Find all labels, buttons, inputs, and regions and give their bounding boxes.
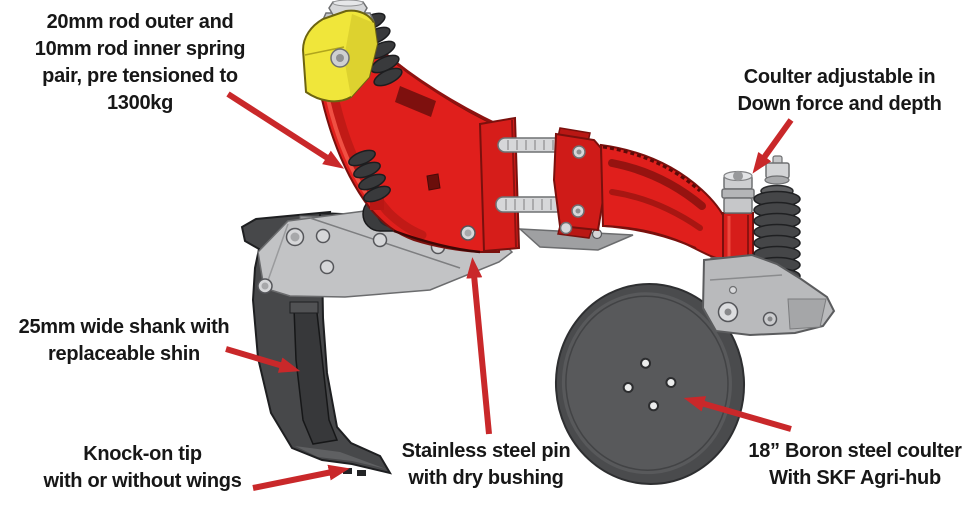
label-line: with or without wings: [43, 470, 242, 492]
arrow-coulter-adjust: [752, 118, 794, 174]
label-line: Stainless steel pin: [401, 440, 571, 462]
rod-clamp: [552, 127, 605, 239]
arrow-spring-pair: [226, 91, 345, 169]
coulter-disc: [554, 283, 746, 485]
label-line: With SKF Agri-hub: [769, 467, 941, 489]
label-line: 18” Boron steel coulter: [748, 440, 962, 462]
cylinder-cap: [721, 170, 755, 214]
tension-spring-lower-coils: [348, 149, 391, 210]
arrow-pin: [466, 257, 492, 435]
label-line: 25mm wide shank with: [18, 316, 230, 338]
label-line: Knock-on tip: [83, 443, 202, 465]
label-line: with dry bushing: [408, 467, 564, 489]
yellow-top-bracket: [301, 0, 379, 103]
hub-bracket: [701, 253, 836, 337]
knock-on-tip: [295, 446, 386, 469]
label-spring-pair: 20mm rod outer and 10mm rod inner spring…: [15, 9, 265, 117]
disc-bolt-holes: [622, 357, 677, 412]
label-line: Coulter adjustable in: [743, 66, 936, 88]
arrow-shank: [225, 346, 301, 373]
coulter-arm: [599, 143, 727, 262]
arrow-coulter: [683, 396, 792, 432]
label-line: Down force and depth: [737, 93, 942, 115]
label-coulter: 18” Boron steel coulter With SKF Agri-hu…: [733, 438, 977, 492]
coulter-pivot-cylinder: [721, 170, 755, 264]
label-line: replaceable shin: [48, 343, 200, 365]
label-pin: Stainless steel pin with dry bushing: [385, 438, 587, 492]
label-tip: Knock-on tip with or without wings: [20, 441, 265, 495]
label-line: 1300kg: [106, 92, 174, 114]
label-coulter-adjust: Coulter adjustable in Down force and dep…: [722, 64, 957, 118]
label-shank: 25mm wide shank with replaceable shin: [2, 314, 246, 368]
label-line: 20mm rod outer and: [46, 11, 234, 33]
arrow-tip: [252, 464, 350, 491]
label-line: 10mm rod inner spring: [34, 38, 246, 60]
label-line: pair, pre tensioned to: [42, 65, 238, 87]
